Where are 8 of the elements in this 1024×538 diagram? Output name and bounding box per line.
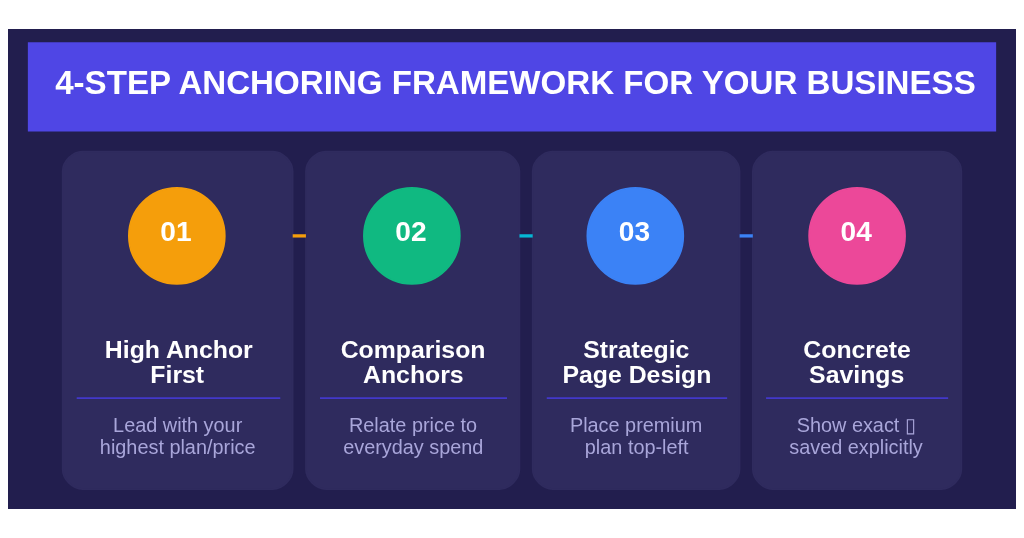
node-circle: 01 xyxy=(128,187,226,285)
connector xyxy=(292,234,306,238)
node-circle: 04 xyxy=(808,187,906,285)
diagram-title: 4-STEP ANCHORING FRAMEWORK FOR YOUR BUSINESS xyxy=(55,63,976,101)
node-circle: 02 xyxy=(363,187,461,285)
connector xyxy=(739,234,753,238)
connector xyxy=(519,234,533,238)
node-circle: 03 xyxy=(586,187,685,285)
